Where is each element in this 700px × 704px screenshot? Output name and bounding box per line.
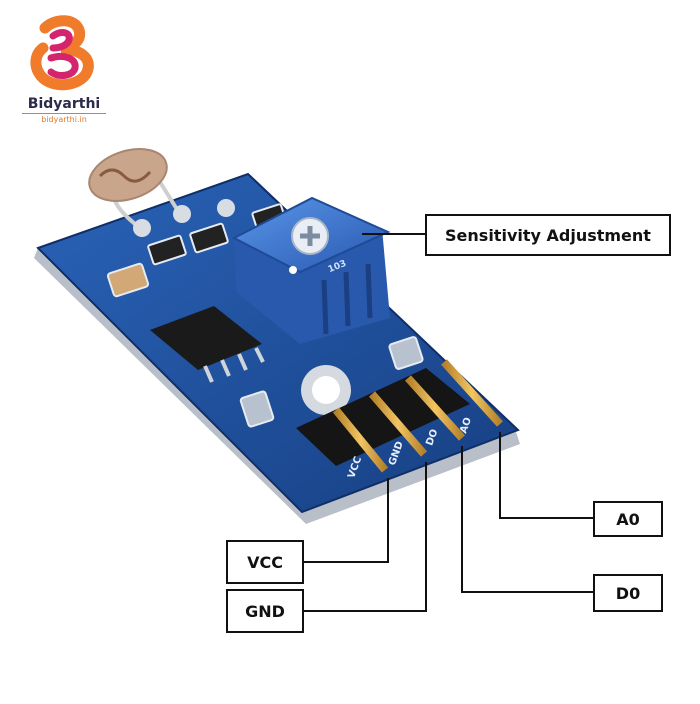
header-pin-do xyxy=(405,375,465,441)
header-pin-vcc xyxy=(332,407,389,473)
ldr-track xyxy=(98,168,152,183)
potentiometer-rib xyxy=(365,263,373,319)
potentiometer-dot xyxy=(289,266,297,274)
smd-resistor xyxy=(189,222,229,254)
potentiometer-rib xyxy=(343,271,351,327)
brand-logo: Bidyarthi bidyarthi.in xyxy=(14,14,114,124)
brand-divider xyxy=(22,113,106,114)
brand-name: Bidyarthi xyxy=(27,96,101,112)
ic-pin xyxy=(220,359,231,377)
label-gnd: GND xyxy=(226,589,304,633)
potentiometer-rib xyxy=(321,279,329,335)
ic-pin xyxy=(203,365,214,383)
label-vcc: VCC xyxy=(226,540,304,584)
mounting-hole xyxy=(312,376,340,404)
smd-led xyxy=(239,390,275,428)
solder-pad xyxy=(217,199,235,217)
leader-line-a0 xyxy=(499,432,594,519)
solder-pad xyxy=(133,219,151,237)
smd-led xyxy=(388,336,424,370)
label-sensitivity-adjustment: Sensitivity Adjustment xyxy=(425,214,671,256)
comparator-ic xyxy=(150,306,262,370)
cross-screw-icon xyxy=(300,226,320,246)
smd-resistor xyxy=(147,234,187,266)
label-d0: D0 xyxy=(593,574,663,612)
solder-pad xyxy=(173,205,191,223)
leader-line-gnd xyxy=(304,462,427,612)
leader-line-vcc xyxy=(304,478,389,563)
ic-pin xyxy=(237,353,248,371)
header-pin-gnd xyxy=(368,391,428,457)
header-pin-ao xyxy=(441,359,503,427)
ldr-photoresistor xyxy=(88,148,168,202)
smd-capacitor xyxy=(106,262,150,298)
ic-pin xyxy=(254,347,265,363)
bidyarthi-b-logo-icon xyxy=(30,15,94,91)
brand-website: bidyarthi.in xyxy=(41,115,87,124)
label-a0: A0 xyxy=(593,501,663,537)
pin-header-housing xyxy=(296,368,470,466)
leader-line-d0 xyxy=(461,446,594,593)
